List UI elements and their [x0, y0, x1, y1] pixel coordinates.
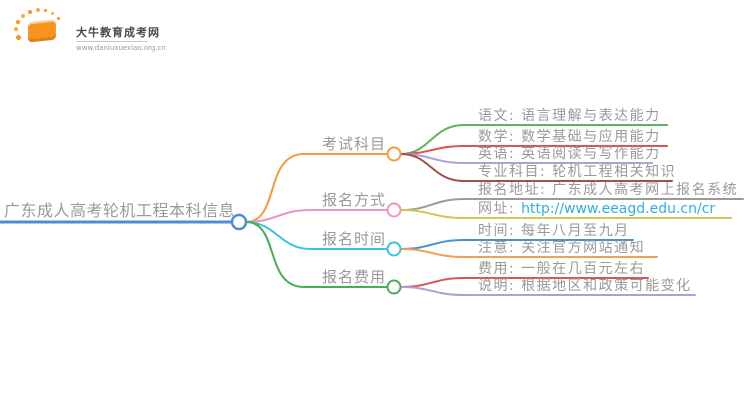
leaf-topic-time[interactable]: 时间: 每年八月至九月 [478, 223, 630, 239]
connector-leaf-fee-note [400, 286, 696, 296]
connector-branch-registration-method [245, 209, 388, 223]
registration-url-link[interactable]: http://www.eeagd.edu.cn/cr [521, 201, 716, 217]
logo-ray-dot [16, 20, 20, 24]
branch-topic-registration-method[interactable]: 报名方式 [322, 191, 387, 209]
leaf-topic-chinese[interactable]: 语文: 语言理解与表达能力 [478, 108, 661, 124]
site-logo[interactable]: 大牛教育成考网 www.daniuxuexiao.org.cn [14, 8, 166, 52]
logo-site-name: 大牛教育成考网 [76, 26, 160, 39]
logo-ray-dot [21, 14, 25, 18]
branch-handle-registration-time[interactable] [386, 241, 402, 257]
branch-handle-exam-subjects[interactable] [386, 146, 402, 162]
leaf-topic-fee[interactable]: 费用: 一般在几百元左右 [478, 261, 646, 277]
connector-branch-exam-subjects [245, 153, 388, 223]
logo-ray-dot [44, 9, 47, 12]
logo-ray-dot [14, 27, 18, 31]
connector-leaf-registration-url [400, 209, 732, 219]
branch-handle-registration-method[interactable] [386, 202, 402, 218]
logo-divider [76, 41, 148, 42]
logo-book-icon [14, 8, 66, 52]
root-topic[interactable]: 广东成人高考轮机工程本科信息 [4, 201, 236, 220]
book-shape [28, 19, 56, 43]
logo-ray-dot [57, 17, 60, 20]
logo-ray-dot [36, 8, 40, 12]
logo-ray-dot [51, 12, 54, 15]
connector-branch-registration-fee [245, 221, 388, 288]
leaf-topic-registration-url: 网址: http://www.eeagd.edu.cn/cr [478, 201, 715, 217]
leaf-topic-english[interactable]: 英语: 英语阅读与写作能力 [478, 146, 661, 162]
branch-topic-registration-time[interactable]: 报名时间 [322, 230, 387, 248]
logo-ray-dot [16, 35, 21, 40]
leaf-topic-math[interactable]: 数学: 数学基础与应用能力 [478, 129, 661, 145]
branch-topic-exam-subjects[interactable]: 考试科目 [322, 135, 387, 153]
logo-ray-dot [28, 10, 32, 14]
root-node-handle[interactable] [230, 213, 248, 231]
branch-handle-registration-fee[interactable] [386, 279, 402, 295]
leaf-url-label: 网址: [478, 201, 522, 217]
leaf-topic-major-subject[interactable]: 专业科目: 轮机工程相关知识 [478, 164, 677, 180]
leaf-topic-notice[interactable]: 注意: 关注官方网站通知 [478, 240, 646, 256]
leaf-topic-fee-note[interactable]: 说明: 根据地区和政策可能变化 [478, 278, 692, 294]
connector-leaf-major-subject [400, 153, 673, 182]
leaf-topic-registration-address[interactable]: 报名地址: 广东成人高考网上报名系统 [478, 182, 739, 198]
connector-leaf-notice [400, 248, 658, 258]
logo-site-url: www.daniuxuexiao.org.cn [76, 44, 166, 52]
branch-topic-registration-fee[interactable]: 报名费用 [322, 268, 387, 286]
